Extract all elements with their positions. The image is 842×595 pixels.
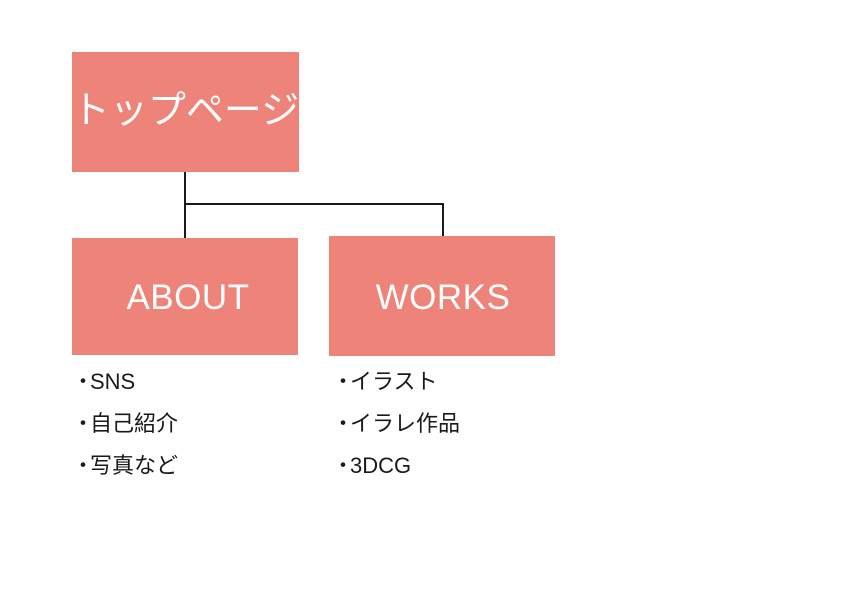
list-item: ・自己紹介 <box>72 403 178 445</box>
node-about-label: ABOUT <box>126 278 250 317</box>
list-item: ・3DCG <box>332 445 460 487</box>
list-item-label: イラレ作品 <box>350 411 461 436</box>
list-item-label: 自己紹介 <box>90 411 179 436</box>
bullet-dot-icon: ・ <box>332 453 355 478</box>
works-item-list: ・イラスト ・イラレ作品 ・3DCG <box>332 361 460 487</box>
node-top-page[interactable]: トップページ <box>72 52 299 172</box>
list-item-label: 写真など <box>90 453 179 478</box>
list-item-label: 3DCG <box>350 453 412 478</box>
list-item-label: SNS <box>90 369 136 394</box>
list-item: ・SNS <box>72 361 178 403</box>
node-works-label: WORKS <box>375 277 511 317</box>
connector-trunk-vertical <box>184 172 186 239</box>
list-item: ・イラスト <box>332 361 460 403</box>
node-top-page-label: トップページ <box>71 90 300 132</box>
list-item: ・イラレ作品 <box>332 403 460 445</box>
list-item: ・写真など <box>72 445 178 487</box>
bullet-dot-icon: ・ <box>72 411 95 436</box>
bullet-dot-icon: ・ <box>332 369 355 394</box>
bullet-dot-icon: ・ <box>72 369 95 394</box>
bullet-dot-icon: ・ <box>332 411 355 436</box>
connector-branch-horizontal <box>184 203 444 205</box>
list-item-label: イラスト <box>350 369 438 394</box>
node-works[interactable]: WORKS <box>329 236 555 356</box>
bullet-dot-icon: ・ <box>72 453 95 478</box>
about-item-list: ・SNS ・自己紹介 ・写真など <box>72 361 178 487</box>
node-about[interactable]: ABOUT <box>72 238 298 355</box>
connector-works-vertical <box>442 203 444 237</box>
